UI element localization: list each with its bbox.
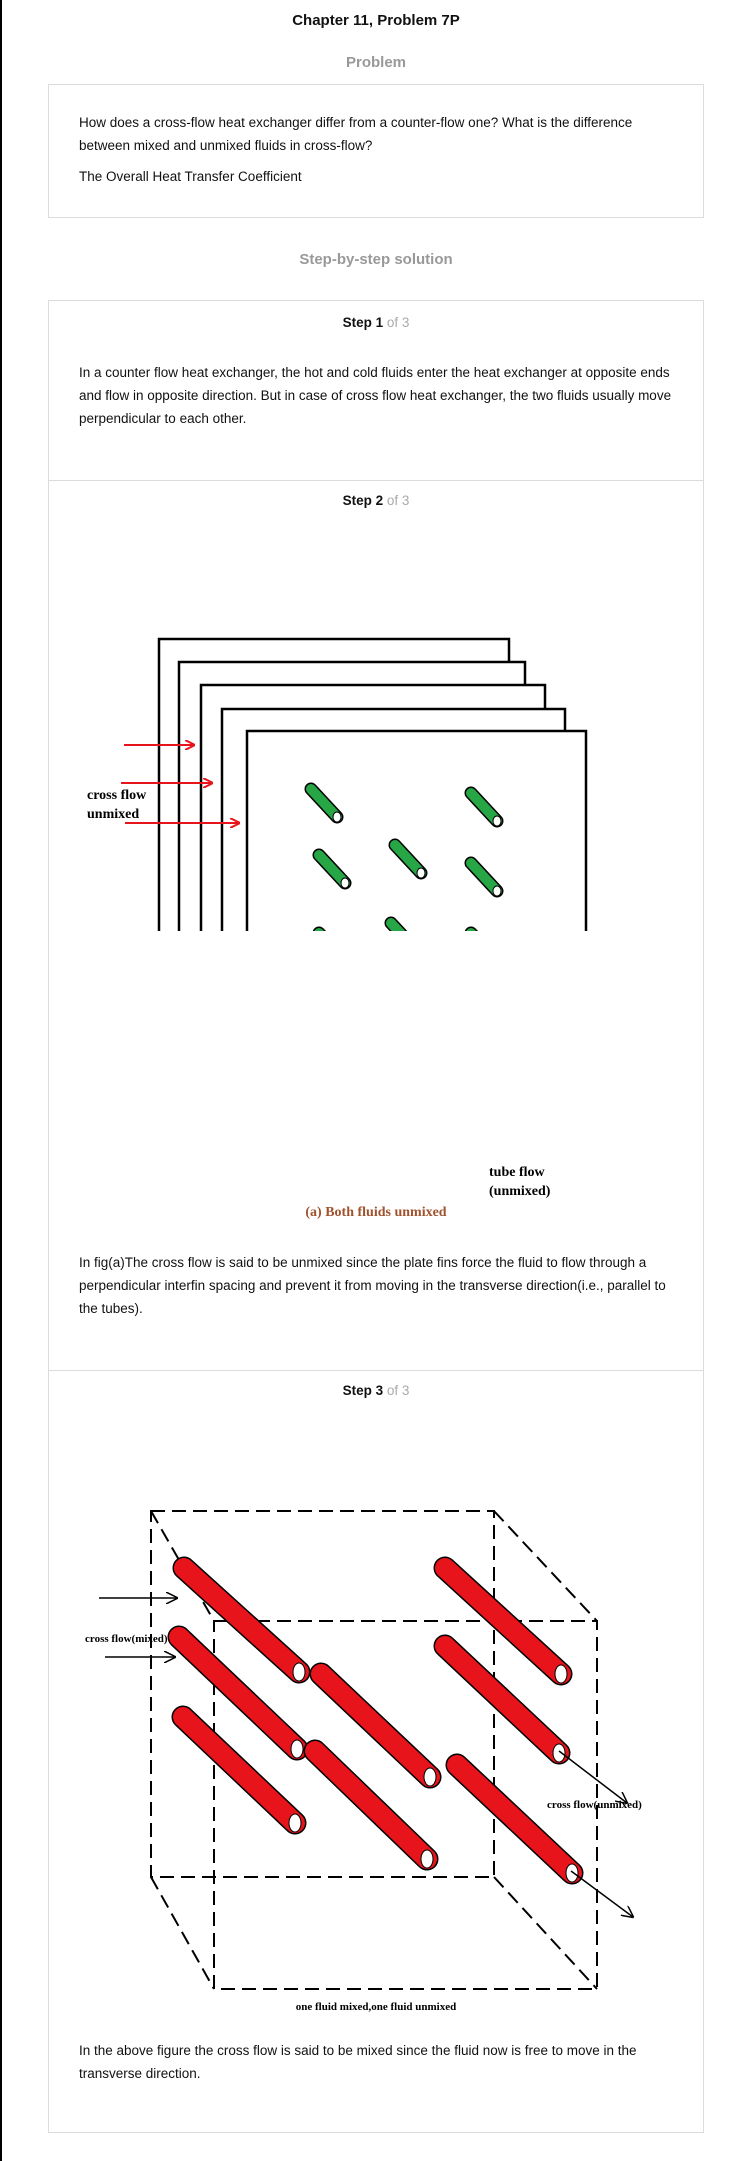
tube [304,782,344,824]
tube [388,838,428,880]
tube-flow-label-line-2: (unmixed) [489,1184,551,1199]
figure-one-fluid-mixed: cross flow(mixed) cross flow(unmixed) [85,1510,642,1990]
tube [445,1753,584,1885]
problem-box: How does a cross-flow heat exchanger dif… [48,84,704,218]
box-edge [493,1510,598,1622]
box-edge [493,1876,598,1990]
step-1-header: Step 1 of 3 [49,315,703,330]
step-2-header: Step 2 of 3 [49,493,703,508]
problem-heading: Problem [345,54,406,71]
step-1-of: of 3 [386,315,410,330]
step-1-text: In a counter flow heat exchanger, the ho… [79,365,672,426]
tube [433,1556,573,1686]
step-3-text: In the above figure the cross flow is sa… [79,2043,637,2081]
tube [433,1634,571,1765]
step-2-of: of 3 [386,493,410,508]
tube-flow-label: tube flow (unmixed) [489,1163,550,1201]
step-2-text: In fig(a)The cross flow is said to be un… [79,1255,666,1316]
step-3-header: Step 3 of 3 [49,1383,703,1398]
step-divider [49,480,703,481]
page-left-border [0,0,2,2161]
cross-flow-label: cross flow [87,788,147,803]
step-2-label: Step 2 [342,493,384,508]
cross-flow-label: unmixed [87,807,139,822]
step-3-of: of 3 [386,1383,410,1398]
figure-both-fluids-unmixed: cross flow unmixed [87,637,588,931]
solution-heading: Step-by-step solution [299,251,453,268]
box-front-face [213,1620,598,1990]
box-edge [150,1876,215,1990]
figure-both-fluids-unmixed-labels [49,931,703,1231]
problem-question: How does a cross-flow heat exchanger dif… [79,115,633,153]
figure-a-caption: (a) Both fluids unmixed [305,1205,447,1220]
tube [384,916,408,931]
tube-flow-arrow [570,1870,633,1917]
fin-plate-front [245,729,588,931]
tube-flow-arrow [558,1750,627,1803]
figure-b-caption: one fluid mixed,one fluid unmixed [295,2001,457,2013]
page-title: Chapter 11, Problem 7P [292,12,460,29]
solution-box: Step 1 of 3 In a counter flow heat excha… [48,300,704,2133]
tube [171,1705,307,1835]
tube-flow-label-line-1: tube flow [489,1165,545,1180]
tube [312,848,352,890]
step-3-label: Step 3 [342,1383,384,1398]
tube [303,1739,439,1871]
step-divider [49,1370,703,1371]
problem-topic: The Overall Heat Transfer Coefficient [79,169,302,184]
tube [167,1625,309,1761]
cross-flow-unmixed-label: cross flow(unmixed) [547,1799,642,1811]
cross-flow-mixed-label: cross flow(mixed) [85,1633,168,1645]
tube [464,786,504,828]
step-1-label: Step 1 [342,315,384,330]
tube [309,1662,442,1789]
tube [464,856,504,898]
tube [172,1556,311,1684]
